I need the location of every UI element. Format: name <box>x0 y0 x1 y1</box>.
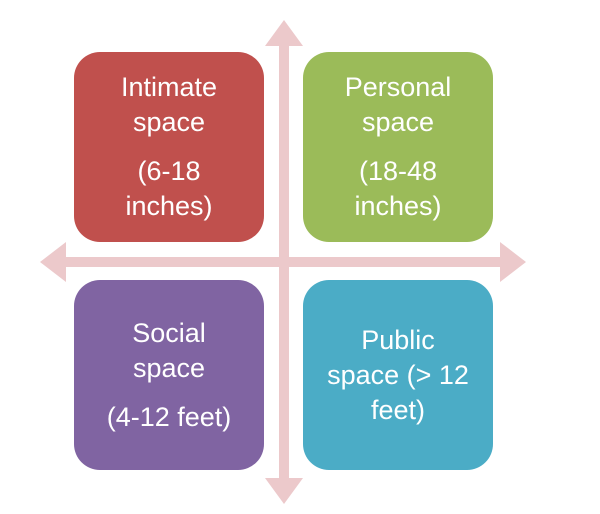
intimate-name-line1: Intimate <box>120 72 218 102</box>
personal-name-line2: space <box>361 107 435 137</box>
personal-space-box: Personal space (18-48 inches) <box>303 52 493 242</box>
public-space-box: Public space (> 12 feet) <box>303 280 493 470</box>
social-name-line2: space <box>132 352 206 383</box>
intimate-name-line2: space <box>132 107 206 137</box>
social-space-box: Social space (4-12 feet) <box>74 280 264 470</box>
public-name-line2: space (> 12 <box>327 359 469 390</box>
public-name-line1: Public <box>361 324 435 355</box>
personal-name-line1: Personal <box>344 72 452 102</box>
public-range-line1: feet) <box>370 394 426 425</box>
social-range-line1: (4-12 feet) <box>106 401 232 432</box>
intimate-range-line1: (6-18 <box>137 156 201 186</box>
personal-range-line2: inches) <box>354 191 442 221</box>
intimate-range-line2: inches) <box>125 191 213 221</box>
horizontal-arrow <box>40 242 526 282</box>
intimate-space-box: Intimate space (6-18 inches) <box>74 52 264 242</box>
social-name-line1: Social <box>132 317 206 348</box>
personal-range-line1: (18-48 <box>358 156 438 186</box>
